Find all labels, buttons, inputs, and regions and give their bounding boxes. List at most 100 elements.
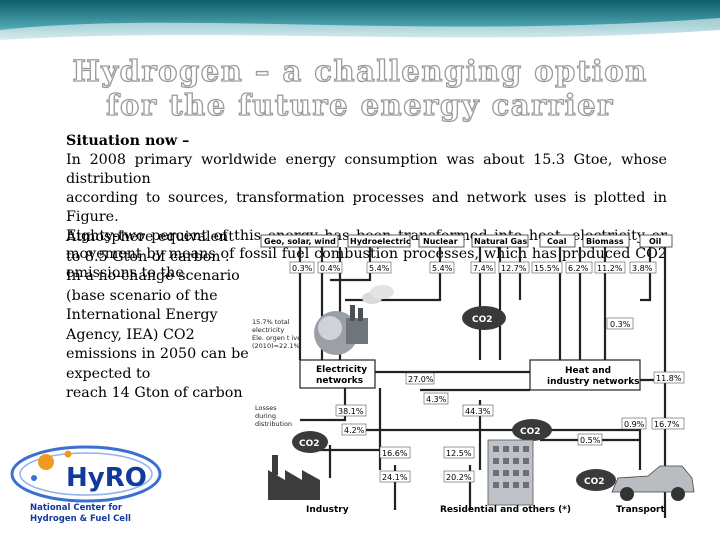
source-box-oil bbox=[639, 234, 673, 248]
side-line-6: Agency, IEA) CO2 bbox=[66, 326, 195, 343]
flow-res-bot: 20.2% bbox=[446, 473, 472, 482]
flow-box-heat-out bbox=[462, 404, 494, 417]
pct-9: 11.2% bbox=[597, 264, 623, 273]
source-label-oil: Oil bbox=[649, 237, 662, 246]
co2-cloud-right: CO2 bbox=[576, 469, 616, 491]
flow-box-res-top bbox=[443, 446, 475, 459]
pct-3: 5.4% bbox=[369, 264, 390, 273]
side-line-4: (base scenario of the bbox=[66, 287, 218, 304]
situation-heading: Situation now – bbox=[66, 133, 190, 149]
flow-box-ind-top bbox=[379, 446, 411, 459]
side-line-9: reach 14 Gton of carbon bbox=[66, 385, 243, 401]
side-line-7: emissions in 2050 can be bbox=[66, 346, 249, 362]
logo-name: HyRO bbox=[66, 463, 147, 493]
pct-5: 7.4% bbox=[473, 264, 494, 273]
electricity-networks-box bbox=[299, 359, 376, 389]
building-icon bbox=[487, 439, 534, 506]
logo-line-1: National Center for bbox=[30, 503, 123, 513]
flow-t3: 0.5% bbox=[580, 436, 601, 445]
paragraph-line-2: according to sources, transformation pro… bbox=[66, 189, 667, 225]
pct-box-5 bbox=[470, 261, 496, 274]
flow-t2: 16.7% bbox=[654, 420, 680, 429]
flow-box-mid bbox=[423, 392, 449, 405]
car-icon bbox=[611, 465, 695, 501]
pct-box-6 bbox=[498, 261, 530, 274]
flow-heat-out: 44.3% bbox=[465, 407, 491, 416]
heat-box-line-1: Heat and bbox=[565, 366, 611, 376]
title-line-1: Hydrogen – a challenging option bbox=[72, 53, 648, 88]
pct-8: 6.2% bbox=[568, 264, 589, 273]
co2-mid-label: CO2 bbox=[520, 427, 541, 437]
heat-industry-box bbox=[529, 359, 641, 391]
flow-elec-down: 4.2% bbox=[344, 426, 365, 435]
pct-box-7 bbox=[531, 261, 563, 274]
slide-title: Hydrogen – a challenging option for the … bbox=[40, 53, 680, 122]
pct-box-2 bbox=[317, 261, 343, 274]
flow-box-t2 bbox=[651, 417, 685, 430]
flow-t1: 0.9% bbox=[624, 420, 645, 429]
logo-line-2: Hydrogen & Fuel Cell bbox=[30, 514, 131, 524]
pct-4: 5.4% bbox=[432, 264, 453, 273]
sink-transport: Transport bbox=[616, 505, 665, 515]
heat-box-line-2: industry networks bbox=[547, 377, 640, 387]
pct-box-1 bbox=[289, 261, 315, 274]
co2-right-label: CO2 bbox=[584, 477, 605, 487]
electricity-box-line-2: networks bbox=[316, 376, 363, 386]
side-line-5: International Energy bbox=[66, 307, 218, 323]
side-paragraph: Atmosphere equivalent to 8.5 Gton of car… bbox=[66, 228, 256, 404]
pct-6: 12.7% bbox=[501, 264, 527, 273]
flow-res-top: 12.5% bbox=[446, 449, 472, 458]
source-label-gas: Natural Gas bbox=[474, 237, 527, 246]
factory-icon bbox=[268, 455, 320, 500]
paragraph-line-1: In 2008 primary worldwide energy consump… bbox=[66, 151, 667, 187]
note-line-3: Ele. orgen t ive bbox=[252, 334, 301, 342]
co2-cloud-mid: CO2 bbox=[512, 419, 552, 441]
flow-ind-bot: 24.1% bbox=[382, 473, 408, 482]
pct-box-10 bbox=[629, 261, 657, 274]
note-line-1: 15.7% total bbox=[252, 318, 290, 326]
source-box-nuclear bbox=[418, 234, 465, 248]
flow-mid: 4.3% bbox=[426, 395, 447, 404]
co2-cloud-left: CO2 bbox=[292, 431, 328, 453]
flow-elec-heat: 27.0% bbox=[408, 375, 434, 384]
pct-10: 3.8% bbox=[632, 264, 653, 273]
pct-box-8 bbox=[565, 261, 593, 274]
flow-box-t1 bbox=[621, 417, 647, 430]
top-banner bbox=[0, 0, 720, 52]
co2-cloud-top: CO2 bbox=[462, 306, 506, 330]
source-label-hydro: Hydroelectric bbox=[350, 237, 411, 246]
source-label-nuclear: Nuclear bbox=[423, 237, 458, 246]
source-box-hydro bbox=[347, 234, 411, 248]
energy-flow-diagram: Geo, solar, wind Hydroelectric Nuclear N… bbox=[252, 234, 695, 518]
pct-1: 0.3% bbox=[292, 264, 313, 273]
pct-box-4 bbox=[429, 261, 455, 274]
paragraph-line-5: emissions to the bbox=[66, 265, 184, 282]
source-label-coal: Coal bbox=[547, 237, 567, 246]
flow-box-oil-heat bbox=[606, 317, 634, 330]
paragraph-line-4: movement by means of fossil fuel combust… bbox=[66, 246, 667, 263]
source-label-geo: Geo, solar, wind bbox=[264, 237, 336, 246]
flow-ind-top: 16.6% bbox=[382, 449, 408, 458]
pct-7: 15.5% bbox=[534, 264, 560, 273]
flow-box-elec-heat bbox=[405, 372, 435, 385]
electricity-box-line-1: Electricity bbox=[316, 365, 367, 375]
source-box-coal bbox=[539, 234, 576, 248]
flow-box-elec-down bbox=[341, 423, 367, 436]
flow-box-ind-bot bbox=[379, 470, 411, 483]
losses-line-2: during bbox=[255, 412, 276, 420]
sink-residential: Residential and others (*) bbox=[440, 505, 571, 515]
source-label-biomass: Biomass bbox=[586, 237, 624, 246]
note-line-2: electricity bbox=[252, 326, 284, 334]
pct-2: 0.4% bbox=[320, 264, 341, 273]
note-line-4: (2010)=22.1% bbox=[252, 342, 300, 350]
sink-industry: Industry bbox=[306, 505, 349, 515]
side-line-3: In a no-change scenario bbox=[66, 268, 240, 284]
losses-line-1: Losses bbox=[255, 404, 277, 412]
pct-box-3 bbox=[366, 261, 392, 274]
losses-line-3: distribution bbox=[255, 420, 292, 428]
flow-heat-transport: 11.8% bbox=[656, 374, 682, 383]
co2-left-label: CO2 bbox=[299, 439, 320, 449]
flow-oil-heat: 0.3% bbox=[610, 320, 631, 329]
side-line-1: Atmosphere equivalent bbox=[66, 229, 234, 245]
hyro-logo: HyRO National Center for Hydrogen & Fuel… bbox=[10, 445, 162, 524]
